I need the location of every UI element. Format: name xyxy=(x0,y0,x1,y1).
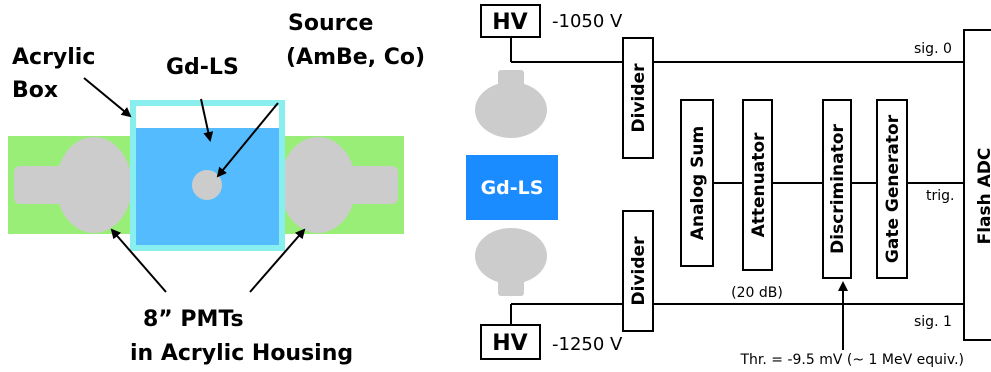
pmt-top xyxy=(475,70,547,138)
discriminator-box xyxy=(822,99,852,279)
divider-top-label: Divider xyxy=(629,63,649,133)
pmts-label-1: 8” PMTs xyxy=(143,307,244,332)
hv-top-box xyxy=(480,4,541,38)
arrow-gdls xyxy=(200,98,214,142)
pmts-label-2: in Acrylic Housing xyxy=(130,341,353,366)
source-label-2: (AmBe, Co) xyxy=(286,45,425,70)
arrow-pmt-left xyxy=(110,228,167,293)
threshold-label: Thr. = -9.5 mV (~ 1 MeV equiv.) xyxy=(739,352,964,368)
arrow-source xyxy=(216,102,279,178)
acrylic-box-label-2: Box xyxy=(12,78,58,103)
source-label-1: Source xyxy=(288,11,373,36)
trig-label: trig. xyxy=(926,188,954,204)
pmt-left xyxy=(14,137,132,233)
arrow-pmt-right xyxy=(249,228,306,293)
analog-sum-label: Analog Sum xyxy=(688,126,708,240)
pmt-bottom xyxy=(475,228,547,296)
hv-bottom-box xyxy=(480,324,541,360)
attenuator-label: Attenuator xyxy=(749,132,769,237)
detector-sketch: Acrylic Box Gd-LS Source (AmBe, Co) 8” P… xyxy=(8,11,425,366)
gdls-label: Gd-LS xyxy=(166,55,239,80)
hv-top-voltage: -1050 V xyxy=(552,11,623,32)
divider-top-box xyxy=(622,37,654,159)
gdls-block-label: Gd-LS xyxy=(481,177,544,199)
gate-generator-box xyxy=(876,99,908,279)
acrylic-box-label-1: Acrylic xyxy=(12,45,95,70)
pmt-right xyxy=(280,137,398,233)
attenuation-label: (20 dB) xyxy=(731,285,783,301)
flash-adc-label: Flash ADC xyxy=(975,148,991,245)
analog-sum-box xyxy=(680,99,714,267)
arrow-acrylic-box xyxy=(83,77,132,118)
hv-bottom-label: HV xyxy=(492,331,527,356)
discriminator-label: Discriminator xyxy=(828,124,848,254)
gdls-block xyxy=(466,155,558,220)
flash-adc-box xyxy=(963,29,991,341)
hv-bottom-voltage: -1250 V xyxy=(552,334,623,355)
readout-diagram: Gd-LS HV -1050 V HV -1250 V Divider Divi… xyxy=(466,4,991,368)
attenuator-box xyxy=(742,99,773,271)
sig1-label: sig. 1 xyxy=(914,314,952,330)
divider-bottom-box xyxy=(622,210,654,332)
gate-generator-label: Gate Generator xyxy=(883,114,903,263)
source-marker xyxy=(192,170,222,200)
hv-top-label: HV xyxy=(492,10,527,35)
sig0-label: sig. 0 xyxy=(914,41,952,57)
divider-bottom-label: Divider xyxy=(629,236,649,306)
